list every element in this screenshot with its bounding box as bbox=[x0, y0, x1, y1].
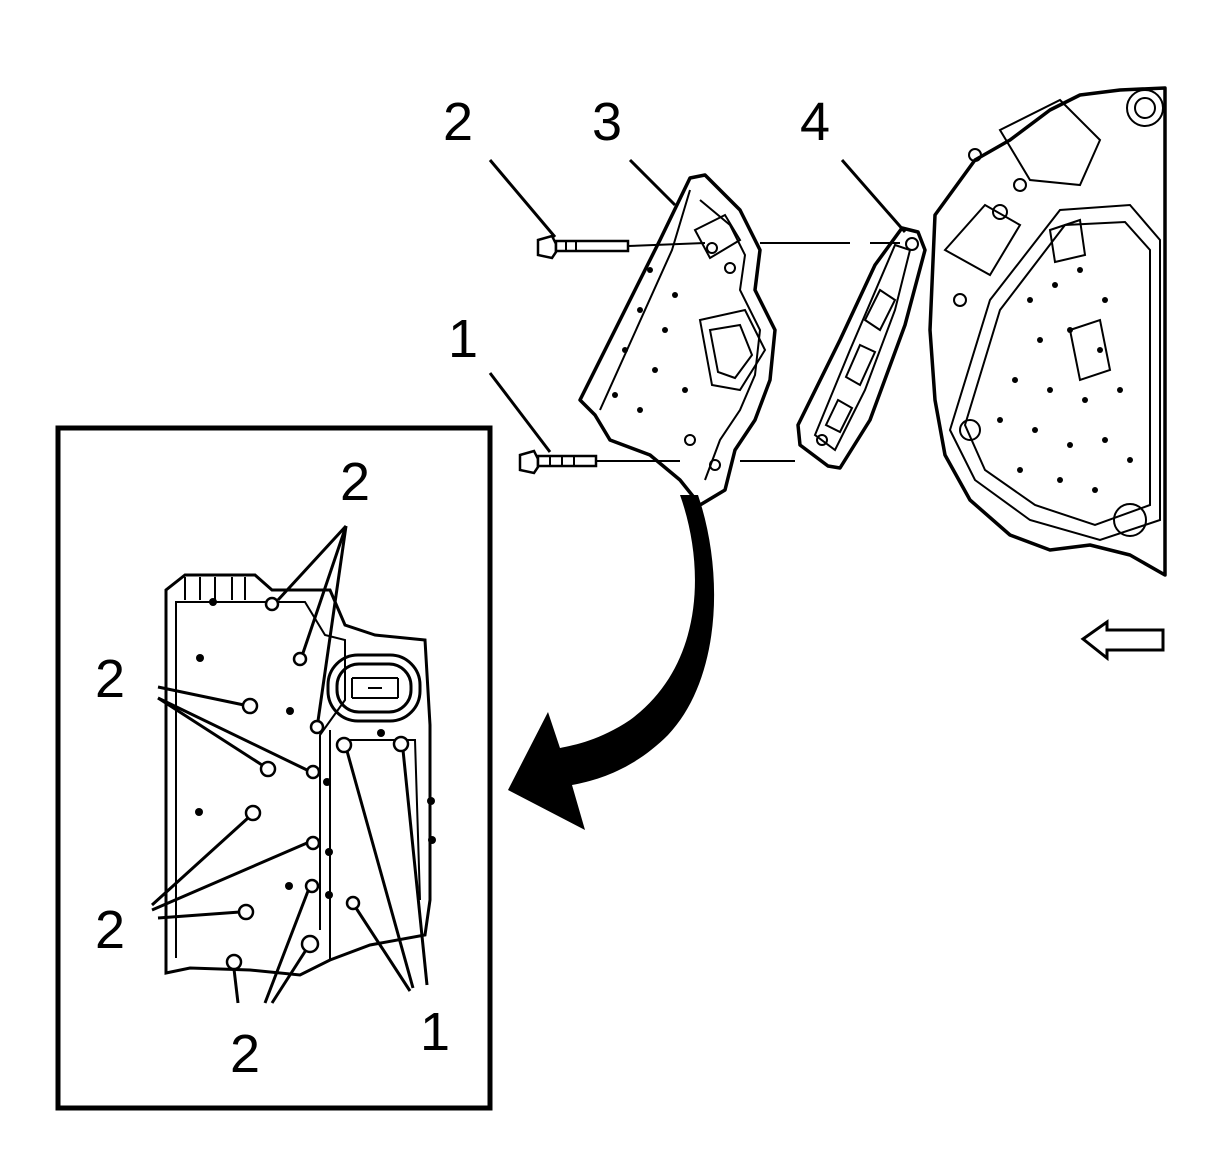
detail-bolt-holes bbox=[195, 596, 436, 971]
hollow-left-arrow-icon bbox=[1080, 619, 1165, 662]
control-module-part-3 bbox=[578, 173, 777, 507]
callout-gasket: 4 bbox=[800, 92, 830, 152]
detail-callout-left-upper: 2 bbox=[95, 649, 125, 709]
alignment-lines bbox=[596, 242, 900, 462]
leader-lines-main bbox=[488, 158, 907, 453]
callout-bolt-lower: 1 bbox=[448, 309, 478, 369]
detail-callout-left-lower: 2 bbox=[95, 900, 125, 960]
callout-control-module: 3 bbox=[592, 92, 622, 152]
detail-leader-lines bbox=[150, 524, 429, 1004]
gasket-part-4 bbox=[796, 226, 927, 470]
detail-callout-bottom: 2 bbox=[230, 1024, 260, 1084]
detail-connector bbox=[326, 653, 422, 723]
detail-inset: 2 2 2 2 1 bbox=[55, 425, 493, 1111]
curved-arrow-icon bbox=[508, 495, 715, 830]
bolt-lower bbox=[518, 449, 598, 475]
bolt-upper bbox=[536, 234, 630, 260]
callout-bolt-upper: 2 bbox=[443, 92, 473, 152]
detail-callout-right: 1 bbox=[420, 1002, 450, 1062]
transmission-case bbox=[928, 86, 1167, 577]
detail-callout-top: 2 bbox=[340, 452, 370, 512]
